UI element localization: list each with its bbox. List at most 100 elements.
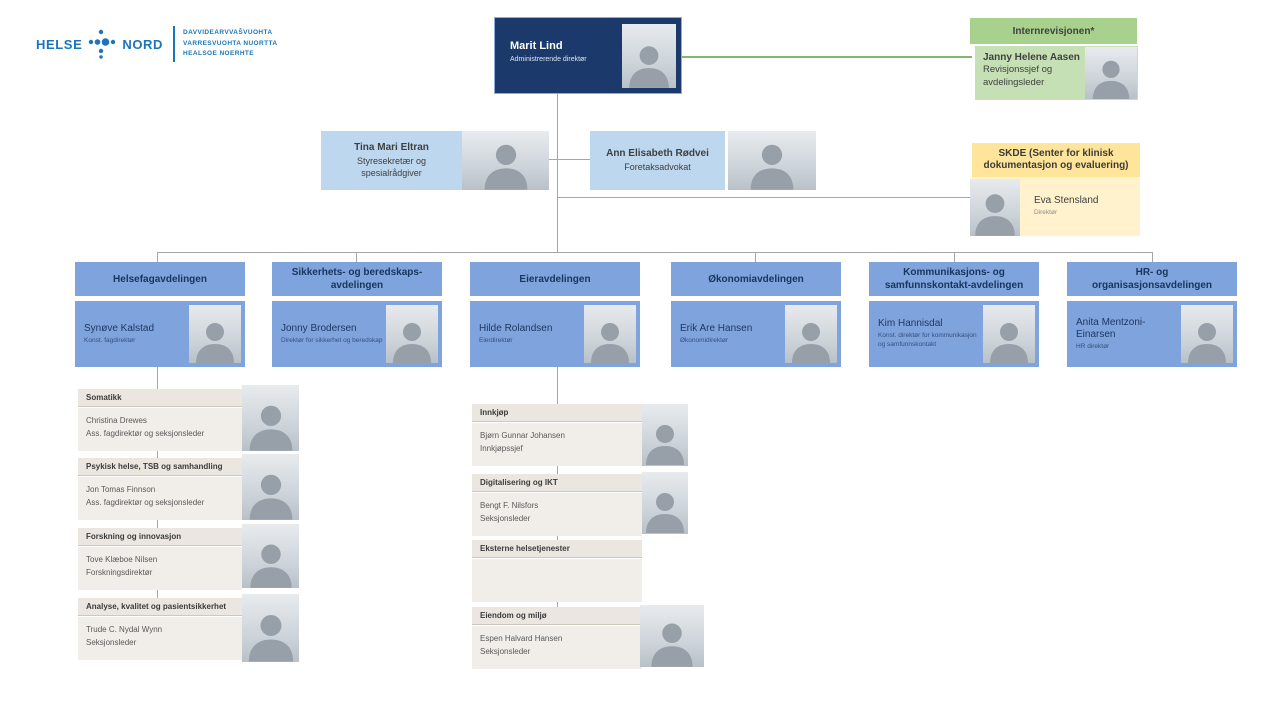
person-title: Direktør for sikkerhet og beredskap <box>281 336 383 344</box>
person-title: Revisjonssjef og avdelingsleder <box>983 64 1053 88</box>
dept-title: Sikkerhets- og beredskaps- avdelingen <box>291 267 423 291</box>
connector-skde <box>557 197 972 198</box>
dept-title: Eieravdelingen <box>519 273 591 285</box>
connector-secretary-attorney <box>549 159 590 160</box>
logo-tagline-line: HEALSOE NOERHTE <box>183 50 255 58</box>
portrait-photo <box>386 305 438 363</box>
person-name: Erik Are Hansen <box>680 322 753 334</box>
person-title: Styresekretær og spesialrådgiver <box>356 155 427 178</box>
connector-drop <box>157 252 158 262</box>
subunit-title: Psykisk helse, TSB og samhandling <box>78 458 242 476</box>
subunit-title: Digitalisering og IKT <box>472 474 642 492</box>
subunit-title: Analyse, kvalitet og pasientsikkerhet <box>78 598 242 616</box>
connector-tick <box>157 519 158 528</box>
person-title: Direktør <box>1034 209 1058 216</box>
person-title: Seksjonsleder <box>480 513 531 523</box>
connector-ceo-internal-audit <box>682 56 972 58</box>
logo-divider <box>173 26 176 62</box>
connector-tick <box>557 465 558 474</box>
logo-text-helse: HELSE <box>36 36 83 52</box>
subunit-forskning: Forskning og innovasjon Tove Klæboe Nils… <box>78 528 242 590</box>
logo-text-nord: NORD <box>122 36 164 52</box>
person-name: Kim Hannisdal <box>878 318 943 330</box>
attorney-card: Ann Elisabeth Rødvei Foretaksadvokat <box>590 131 725 190</box>
person-name: Anita Mentzoni- Einarsen <box>1076 316 1146 340</box>
person-name: Bengt F. Nilsfors <box>480 501 539 510</box>
dept-title: Helsefagavdelingen <box>113 273 207 285</box>
person-name: Bjørn Gunnar Johansen <box>480 431 565 440</box>
dept-header-kommunikasjon: Kommunikasjons- og samfunnskontakt-avdel… <box>869 262 1039 296</box>
person-title: Innkjøpssjef <box>480 443 523 453</box>
person-title: Foretaksadvokat <box>624 161 691 172</box>
person-title: HR direktør <box>1076 342 1110 350</box>
person-name: Eva Stensland <box>1034 195 1099 206</box>
helse-nord-logo: HELSE NORD DAVVIDEARVVAŠVUOHTA VARRESVUO… <box>36 26 277 62</box>
connector-drop <box>1152 252 1153 262</box>
subunit-title: Somatikk <box>78 389 242 407</box>
connector-tick <box>557 535 558 540</box>
person-name: Tina Mari Eltran <box>354 141 429 153</box>
logo-tagline: DAVVIDEARVVAŠVUOHTA VARRESVUOHTA NUORTTA… <box>183 28 277 60</box>
person-name: Jonny Brodersen <box>281 322 357 334</box>
skde-title: SKDE (Senter for klinisk dokumentasjon o… <box>983 147 1129 172</box>
subunit-title: Eiendom og miljø <box>472 607 642 625</box>
subunit-eksterne-helsetjenester: Eksterne helsetjenester <box>472 540 642 602</box>
connector-drop <box>954 252 955 262</box>
person-name: Hilde Rolandsen <box>479 322 553 334</box>
connector-ceo-vertical <box>557 94 558 252</box>
internal-audit-header: Internrevisjonen* <box>970 18 1137 44</box>
board-secretary-card: Tina Mari Eltran Styresekretær og spesia… <box>321 131 462 190</box>
portrait-photo <box>622 24 676 88</box>
person-title: Ass. fagdirektør og seksjonsleder <box>86 497 205 507</box>
portrait-photo <box>642 472 688 534</box>
dept-title: Økonomiavdelingen <box>708 273 804 285</box>
logo-tagline-line: DAVVIDEARVVAŠVUOHTA <box>183 28 273 36</box>
portrait-photo <box>728 131 816 190</box>
person-title: Seksjonsleder <box>86 637 137 647</box>
dept-header-okonomi: Økonomiavdelingen <box>671 262 841 296</box>
dept-title: Kommunikasjons- og samfunnskontakt-avdel… <box>884 267 1024 291</box>
connector-main-horizontal <box>157 252 1152 253</box>
dept-header-helsefag: Helsefagavdelingen <box>75 262 245 296</box>
person-name: Synøve Kalstad <box>84 322 155 334</box>
person-name: Christina Drewes <box>86 416 147 425</box>
person-name: Espen Halvard Hansen <box>480 634 563 643</box>
connector-drop <box>755 252 756 262</box>
portrait-photo <box>242 454 299 520</box>
portrait-photo <box>1085 47 1137 99</box>
portrait-photo <box>242 385 299 451</box>
connector-tick <box>157 367 158 389</box>
portrait-photo <box>242 524 299 588</box>
dept-leader-hr: Anita Mentzoni- Einarsen HR direktør <box>1067 301 1237 367</box>
portrait-photo <box>970 179 1020 236</box>
person-title: Seksjonsleder <box>480 646 531 656</box>
person-title: Ass. fagdirektør og seksjonsleder <box>86 428 205 438</box>
subunit-title: Forskning og innovasjon <box>78 528 242 546</box>
subunit-title: Eksterne helsetjenester <box>472 540 642 558</box>
dept-header-hr: HR- og organisasjonsavdelingen <box>1067 262 1237 296</box>
person-title: Økonomidirektør <box>680 336 729 344</box>
dept-header-sikkerhet: Sikkerhets- og beredskaps- avdelingen <box>272 262 442 296</box>
person-title: Forskningsdirektør <box>86 567 153 577</box>
person-name: Ann Elisabeth Rødvei <box>606 147 709 159</box>
ceo-card: Marit Lind Administrerende direktør <box>494 17 682 94</box>
person-name: Tove Klæboe Nilsen <box>86 555 158 564</box>
subunit-title: Innkjøp <box>472 404 642 422</box>
portrait-photo <box>642 404 688 466</box>
skde-header: SKDE (Senter for klinisk dokumentasjon o… <box>972 143 1140 177</box>
portrait-photo <box>462 131 549 190</box>
portrait-photo <box>640 605 704 667</box>
person-title: Eierdirektør <box>479 336 513 344</box>
dept-header-eier: Eieravdelingen <box>470 262 640 296</box>
subunit-analyse: Analyse, kvalitet og pasientsikkerhet Tr… <box>78 598 242 660</box>
